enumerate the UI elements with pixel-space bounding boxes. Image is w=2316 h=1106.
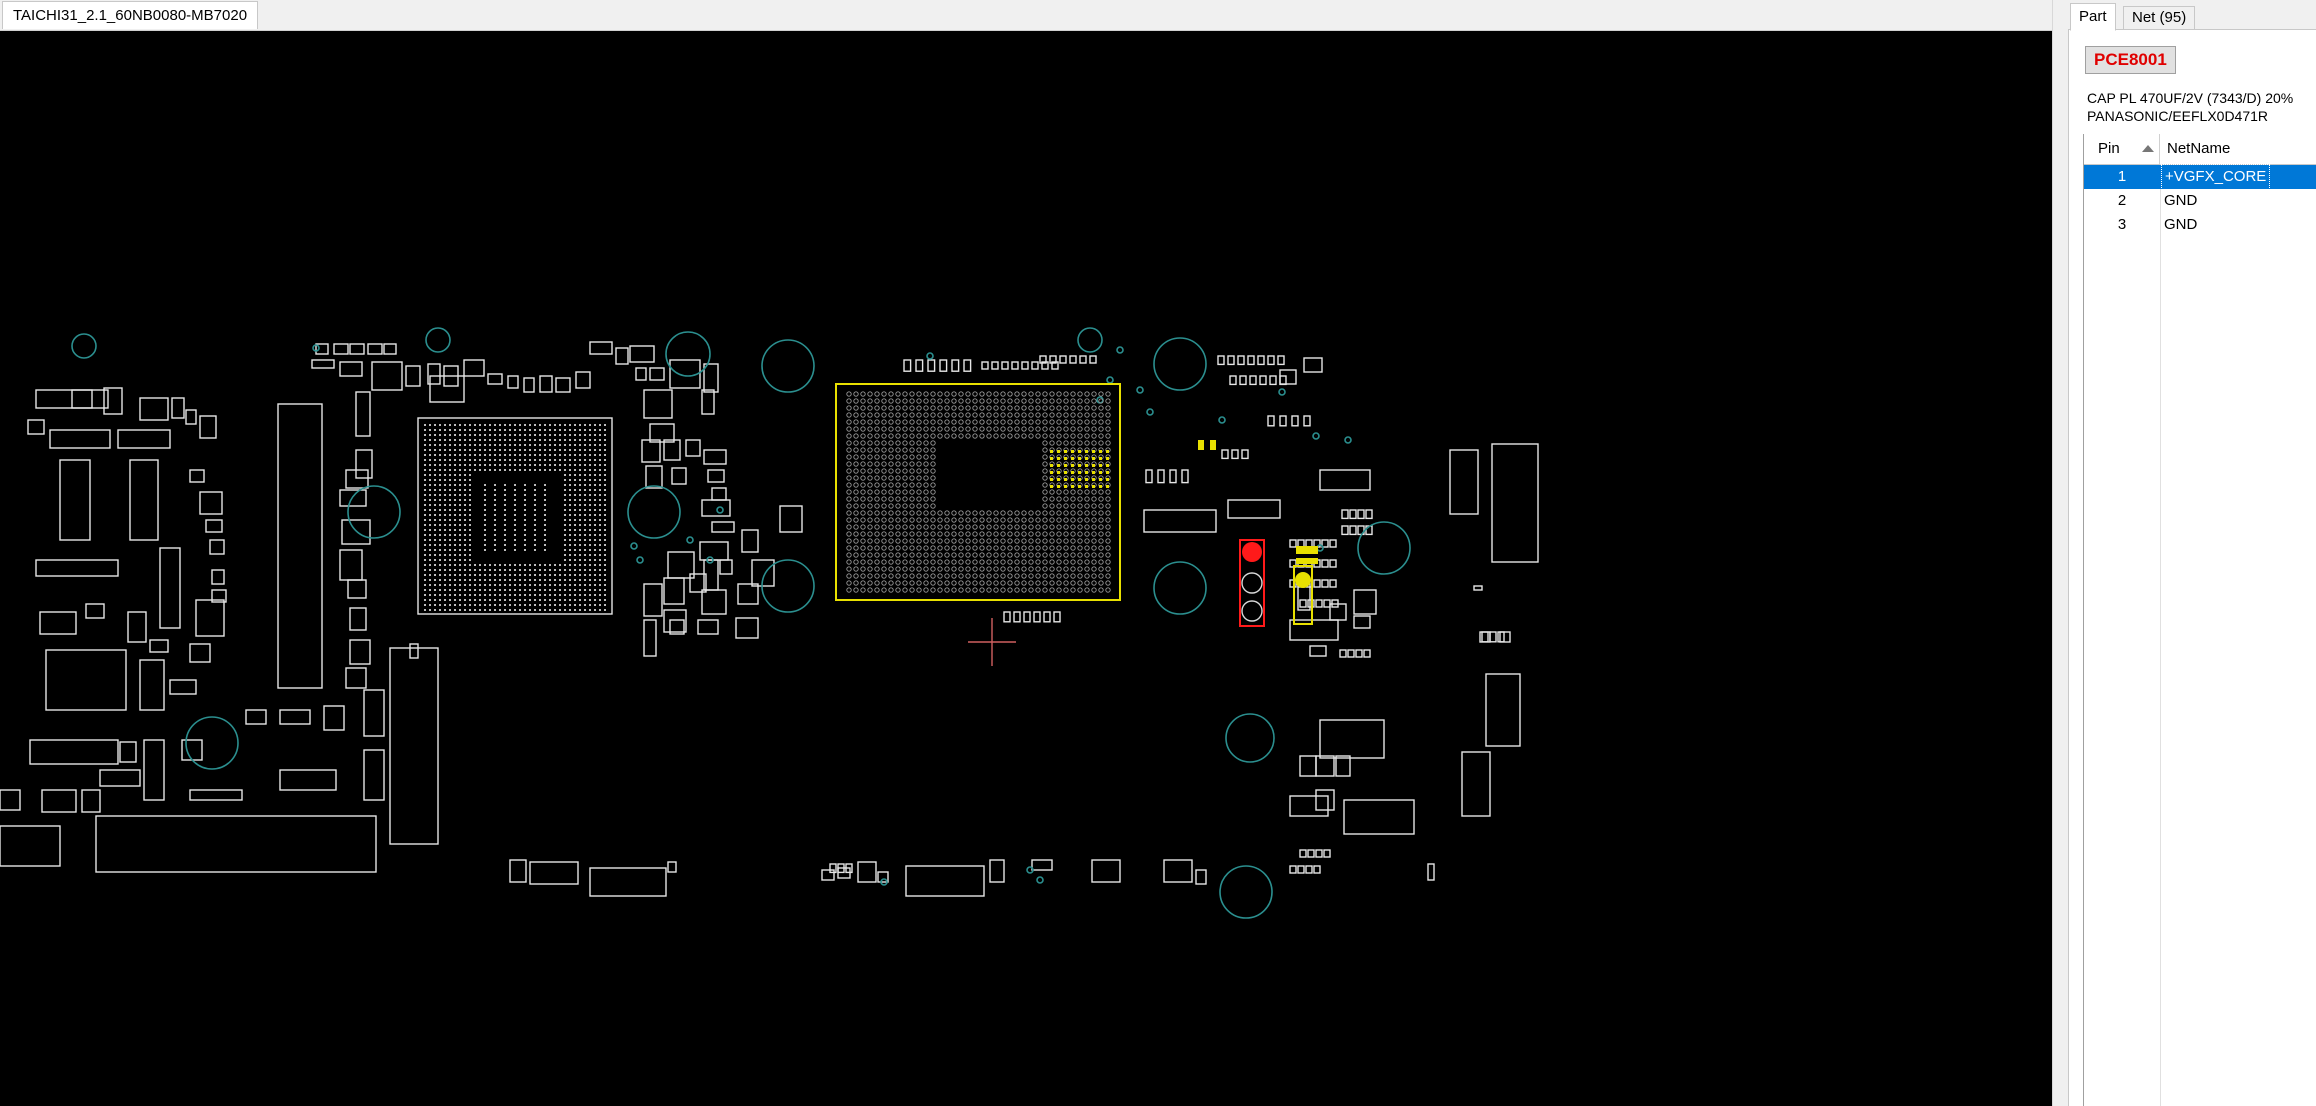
net-name: +VGFX_CORE <box>2160 164 2271 190</box>
column-header-pin[interactable]: Pin <box>2084 134 2160 164</box>
part-designator-badge[interactable]: PCE8001 <box>2085 46 2176 74</box>
part-description: CAP PL 470UF/2V (7343/D) 20% <box>2087 90 2294 106</box>
column-header-pin-label: Pin <box>2098 140 2120 157</box>
mounting-holes <box>71 327 1411 919</box>
bga-cpu-highlighted[interactable] <box>835 383 1121 601</box>
net-name: GND <box>2164 192 2198 209</box>
board-viewer[interactable] <box>0 31 2052 1106</box>
document-tab[interactable]: TAICHI31_2.1_60NB0080-MB7020 <box>2 1 259 29</box>
panel-splitter[interactable] <box>2052 0 2063 1106</box>
tab-net[interactable]: Net (95) <box>2123 6 2196 30</box>
document-tab-strip: TAICHI31_2.1_60NB0080-MB7020 <box>0 0 2052 31</box>
component-outlines <box>0 341 1539 897</box>
pin-table-header: Pin NetName <box>2084 134 2316 165</box>
pin-table[interactable]: Pin NetName 1 +VGFX_CORE 2 GND 3 GND <box>2083 134 2316 1106</box>
net-name: GND <box>2164 216 2198 233</box>
column-header-netname[interactable]: NetName <box>2167 140 2231 157</box>
pin-number: 2 <box>2117 192 2127 209</box>
column-divider <box>2160 164 2161 1106</box>
info-panel: Part Net (95) PCE8001 CAP PL 470UF/2V (7… <box>2062 0 2316 1106</box>
crosshair-icon <box>968 618 1016 666</box>
board-canvas[interactable] <box>0 31 2052 1106</box>
table-row[interactable]: 1 +VGFX_CORE <box>2084 164 2316 190</box>
part-panel: PCE8001 CAP PL 470UF/2V (7343/D) 20% PAN… <box>2068 29 2316 1106</box>
tab-part[interactable]: Part <box>2070 3 2116 31</box>
part-manufacturer: PANASONIC/EEFLX0D471R <box>2087 108 2269 124</box>
sort-ascending-icon <box>2142 145 2154 152</box>
table-row[interactable]: 3 GND <box>2084 213 2316 237</box>
pin-number: 1 <box>2117 168 2127 185</box>
bga-chip-left[interactable] <box>417 417 613 615</box>
table-row[interactable]: 2 GND <box>2084 189 2316 213</box>
selected-part-pce8001[interactable] <box>1198 440 1318 627</box>
pin-number: 3 <box>2117 216 2127 233</box>
